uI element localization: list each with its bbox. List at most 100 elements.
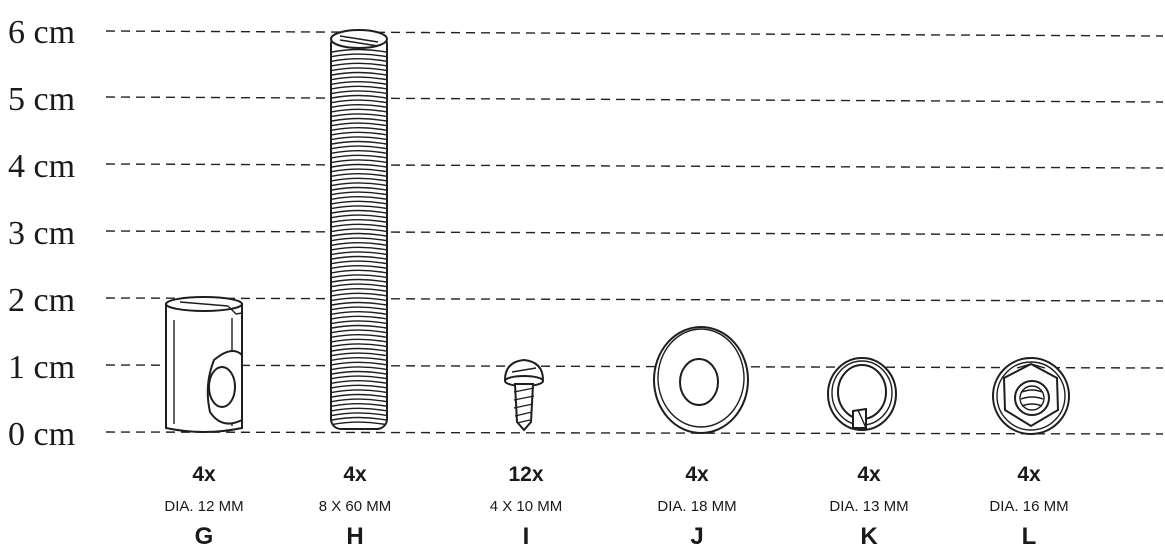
thread-line: [331, 191, 387, 196]
scale-label-5cm: 5 cm: [8, 81, 75, 118]
thread-line: [331, 288, 387, 292]
scale-labels: 6 cm 5 cm 4 cm 3 cm 2 cm 1 cm 0 cm: [8, 14, 75, 453]
gridline-1cm: [105, 364, 1164, 369]
thread-line: [331, 246, 387, 251]
part-code: G: [195, 523, 214, 550]
part-code: K: [860, 523, 878, 550]
thread-line: [331, 255, 387, 260]
thread-line: [331, 393, 387, 398]
flat-washer-icon: [653, 326, 749, 434]
thread-line: [331, 398, 387, 403]
part-caption-i: 12x 4 X 10 MM I: [490, 463, 563, 550]
part-quantity: 4x: [1017, 463, 1041, 486]
thread-line: [331, 412, 387, 417]
part-quantity: 4x: [685, 463, 709, 486]
thread-line: [331, 361, 387, 366]
thread-line: [331, 85, 387, 90]
gridline-5cm: [105, 96, 1164, 103]
thread-line: [331, 223, 387, 228]
thread-line: [331, 62, 387, 67]
thread-line: [331, 292, 387, 297]
thread-line: [331, 384, 387, 389]
part-caption-j: 4x DIA. 18 MM J: [657, 463, 736, 550]
thread-line: [331, 205, 387, 210]
thread-line: [331, 242, 387, 246]
part-caption-k: 4x DIA. 13 MM K: [829, 463, 908, 550]
scale-label-1cm: 1 cm: [8, 349, 75, 386]
thread-line: [331, 99, 387, 104]
thread-line: [331, 320, 387, 325]
thread-line: [331, 53, 387, 58]
gridline-3cm: [105, 230, 1164, 236]
part-size: DIA. 13 MM: [829, 498, 908, 515]
thread-line: [331, 173, 387, 177]
thread-line: [331, 334, 387, 338]
thread-line: [331, 182, 387, 187]
thread-line: [331, 81, 387, 85]
thread-line: [331, 76, 387, 81]
part-quantity: 4x: [857, 463, 881, 486]
thread-line: [331, 370, 387, 375]
thread-line: [331, 366, 387, 371]
thread-line: [331, 117, 387, 122]
thread-line: [331, 186, 387, 191]
thread-line: [331, 163, 387, 168]
thread-line: [331, 265, 387, 269]
part-quantity: 4x: [343, 463, 367, 486]
thread-line: [331, 219, 387, 223]
thread-line: [331, 375, 387, 380]
thread-line: [331, 343, 387, 348]
thread-line: [331, 274, 387, 279]
part-code: H: [346, 523, 363, 550]
part-size: DIA. 18 MM: [657, 498, 736, 515]
thread-line: [331, 200, 387, 205]
part-caption-g: 4x DIA. 12 MM G: [164, 463, 243, 550]
thread-line: [331, 209, 387, 214]
thread-line: [331, 357, 387, 361]
thread-line: [331, 127, 387, 131]
thread-line: [331, 136, 387, 141]
thread-line: [331, 297, 387, 302]
flange-nut-icon: [992, 357, 1070, 435]
thread-line: [331, 232, 387, 237]
scale-label-4cm: 4 cm: [8, 148, 75, 185]
thread-line: [331, 108, 387, 113]
thread-line: [331, 251, 387, 256]
thread-line: [331, 94, 387, 99]
spring-washer-icon: [827, 357, 897, 431]
thread-line: [331, 421, 387, 426]
part-caption-h: 4x 8 X 60 MM H: [319, 463, 392, 550]
scale-label-6cm: 6 cm: [8, 14, 75, 51]
part-size: DIA. 16 MM: [989, 498, 1068, 515]
thread-line: [331, 145, 387, 150]
gridline-6cm: [105, 30, 1164, 37]
thread-line: [331, 347, 387, 352]
part-size: DIA. 12 MM: [164, 498, 243, 515]
thread-line: [331, 324, 387, 329]
thread-line: [331, 329, 387, 334]
thread-line: [331, 237, 387, 242]
part-size: 4 X 10 MM: [490, 498, 563, 515]
scale-label-0cm: 0 cm: [8, 416, 75, 453]
thread-line: [331, 301, 387, 306]
barrel-nut-icon: [165, 296, 243, 433]
thread-line: [331, 260, 387, 265]
thread-line: [331, 131, 387, 136]
screw-icon: [503, 358, 545, 432]
thread-line: [331, 58, 387, 62]
thread-line: [331, 380, 387, 384]
scale-label-3cm: 3 cm: [8, 215, 75, 252]
part-code: I: [523, 523, 530, 550]
thread-line: [331, 278, 387, 283]
thread-line: [331, 338, 387, 343]
part-caption-l: 4x DIA. 16 MM L: [989, 463, 1068, 550]
thread-line: [331, 90, 387, 95]
thread-line: [331, 48, 387, 53]
threaded-rod-icon: [330, 29, 388, 430]
scale-label-2cm: 2 cm: [8, 282, 75, 319]
thread-line: [331, 122, 387, 127]
gridline-2cm: [105, 297, 1164, 302]
thread-line: [331, 67, 387, 72]
thread-line: [331, 177, 387, 182]
